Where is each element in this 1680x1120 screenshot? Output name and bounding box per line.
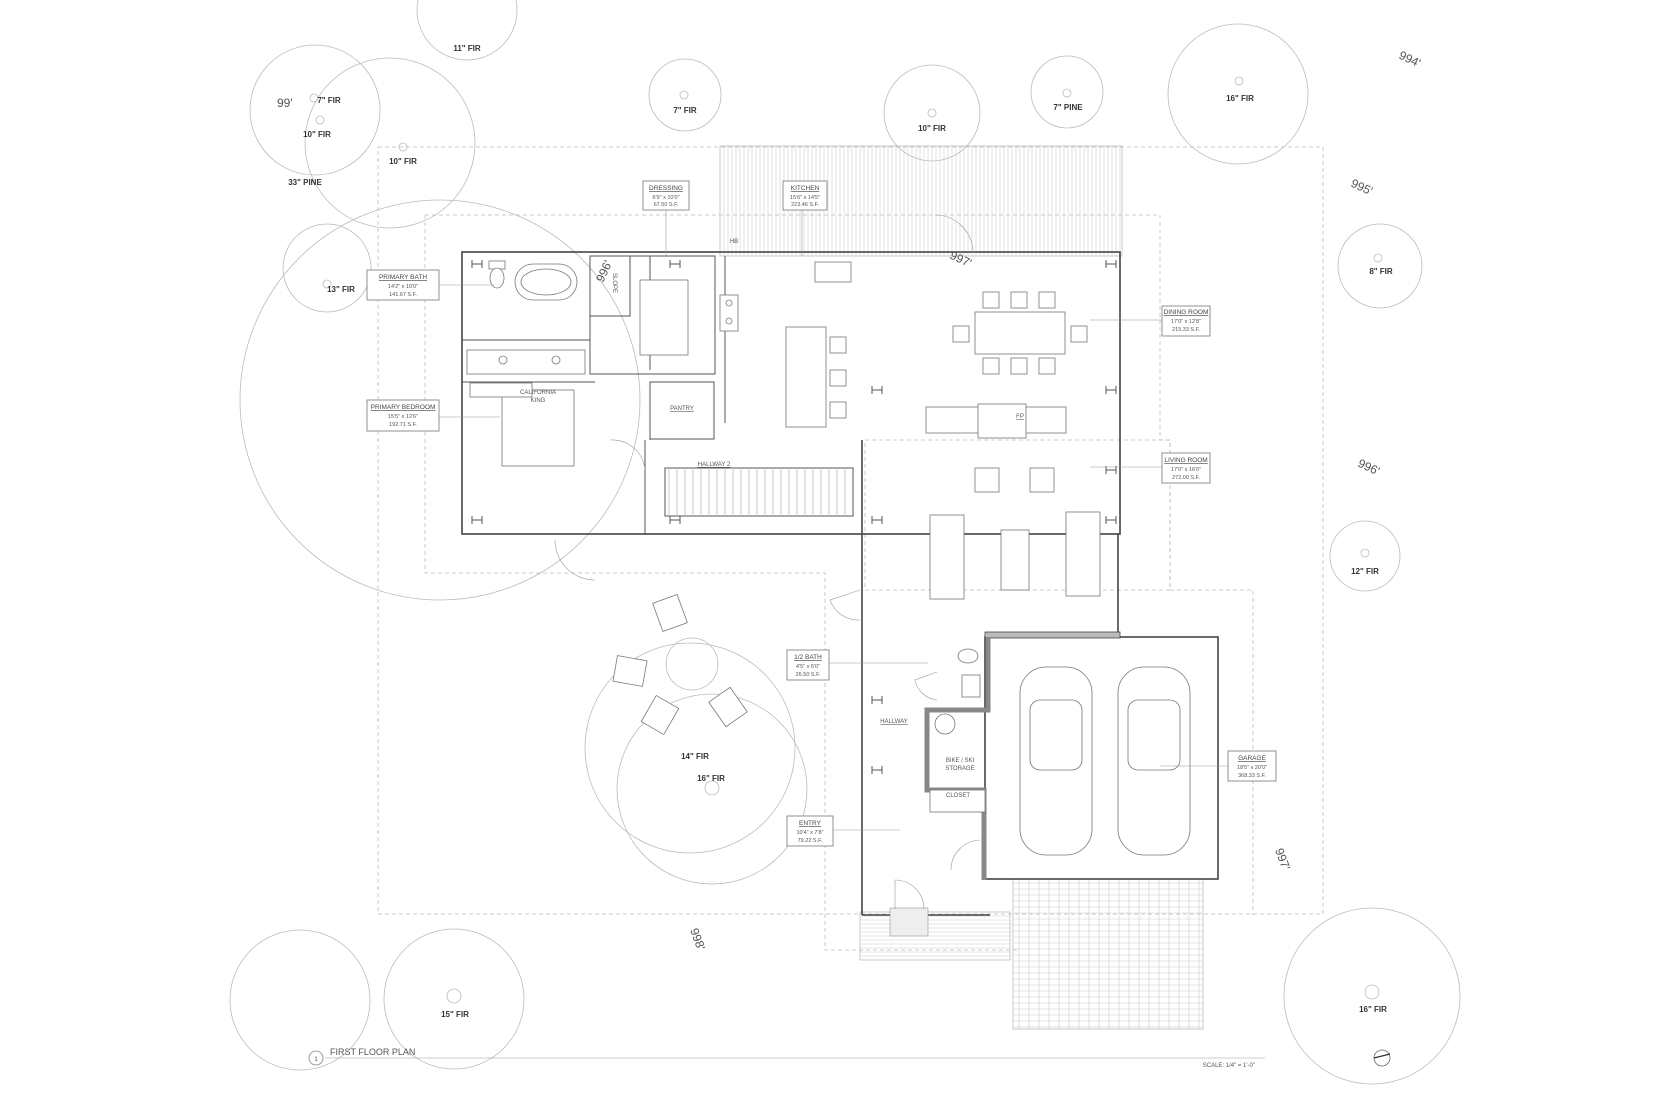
- svg-text:67.50 S.F.: 67.50 S.F.: [654, 202, 679, 208]
- tree-label-33-pine: 33" PINE: [288, 178, 322, 187]
- svg-text:223.46 S.F.: 223.46 S.F.: [791, 202, 819, 208]
- svg-text:PRIMARY BEDROOM: PRIMARY BEDROOM: [371, 404, 436, 411]
- slope-label: SLOPE: [611, 273, 617, 293]
- column-markers: [471, 260, 1117, 774]
- drawing-number: 1: [314, 1057, 318, 1063]
- tree-label-16-fir-3: 16" FIR: [1359, 1005, 1387, 1014]
- door-swings: [554, 214, 981, 910]
- svg-text:GARAGE: GARAGE: [1238, 755, 1266, 762]
- tree-label-8-fir: 8" FIR: [1369, 267, 1393, 276]
- property-lines: [377, 146, 1324, 951]
- leader-lines: [438, 208, 1228, 831]
- svg-text:14'2" x 10'0": 14'2" x 10'0": [388, 284, 418, 290]
- tree-label-10-fir: 10" FIR: [303, 130, 331, 139]
- tree-label-16-fir-2: 16" FIR: [697, 774, 725, 783]
- tree-label-12-fir: 12" FIR: [1351, 567, 1379, 576]
- tree-label-10-fir-2: 10" FIR: [389, 157, 417, 166]
- tree-label-7-pine: 7" PINE: [1053, 103, 1083, 112]
- svg-text:141.67 S.F.: 141.67 S.F.: [389, 292, 417, 298]
- tree-label-15-fir: 15" FIR: [441, 1010, 469, 1019]
- svg-text:10'4" x 7'8": 10'4" x 7'8": [796, 830, 823, 836]
- hallway-label: HALLWAY: [880, 719, 908, 725]
- bike-storage-label-line2: STORAGE: [945, 766, 974, 772]
- room-tag-dressing: DRESSING 6'9" x 10'0" 67.50 S.F.: [642, 180, 690, 211]
- svg-text:26.50 S.F.: 26.50 S.F.: [796, 672, 821, 678]
- tree-label-10-fir-3: 10" FIR: [918, 124, 946, 133]
- svg-text:LIVING ROOM: LIVING ROOM: [1164, 457, 1207, 464]
- bed-label-line2: KING: [531, 398, 546, 404]
- svg-text:18'5" x 20'0": 18'5" x 20'0": [1237, 765, 1267, 771]
- svg-text:15'6" x 14'5": 15'6" x 14'5": [790, 195, 820, 201]
- hallway-2-label: HALLWAY 2: [698, 462, 731, 468]
- bike-storage-label-line1: BIKE / SKI: [946, 758, 975, 764]
- elevation-99: 99': [277, 96, 293, 110]
- rear-deck: [719, 145, 1123, 257]
- tree-label-14-fir: 14" FIR: [681, 752, 709, 761]
- room-tag-kitchen: KITCHEN 15'6" x 14'5" 223.46 S.F.: [782, 180, 828, 211]
- room-tag-primary-bedroom: PRIMARY BEDROOM 15'5" x 12'6" 192.71 S.F…: [366, 399, 440, 432]
- driveway-paving: [1012, 878, 1204, 1030]
- tree-label-7-fir-2: 7" FIR: [673, 106, 697, 115]
- pantry-label: PANTRY: [670, 406, 694, 412]
- svg-text:272.00 S.F.: 272.00 S.F.: [1172, 475, 1200, 481]
- svg-text:15'5" x 12'6": 15'5" x 12'6": [388, 414, 418, 420]
- svg-text:4'5" x 6'0": 4'5" x 6'0": [796, 664, 820, 670]
- svg-text:KITCHEN: KITCHEN: [791, 185, 820, 192]
- elevation-997: 997': [1272, 846, 1293, 872]
- elevation-998: 998': [687, 926, 708, 952]
- room-tag-entry: ENTRY 10'4" x 7'8" 79.22 S.F.: [786, 815, 834, 847]
- svg-text:17'0" x 12'8": 17'0" x 12'8": [1171, 319, 1201, 325]
- svg-text:6'9" x 10'0": 6'9" x 10'0": [652, 195, 679, 201]
- tree-canopies: [229, 0, 1461, 1085]
- closet-label: CLOSET: [946, 793, 970, 799]
- tree-label-7-fir: 7" FIR: [317, 96, 341, 105]
- room-tag-dining-room: DINING ROOM 17'0" x 12'8" 215.33 S.F.: [1161, 305, 1211, 337]
- room-tag-living-room: LIVING ROOM 17'0" x 16'0" 272.00 S.F.: [1161, 452, 1211, 484]
- north-arrow-icon: [1373, 1049, 1391, 1067]
- elevation-995: 995': [1349, 176, 1375, 198]
- svg-text:PRIMARY BATH: PRIMARY BATH: [379, 274, 427, 281]
- svg-text:215.33 S.F.: 215.33 S.F.: [1172, 327, 1200, 333]
- bed-label-line1: CALIFORNIA: [520, 390, 556, 396]
- elevation-996: 996': [1356, 456, 1382, 478]
- svg-text:ENTRY: ENTRY: [799, 820, 822, 827]
- svg-text:17'0" x 16'0": 17'0" x 16'0": [1171, 467, 1201, 473]
- elevation-994: 994': [1397, 48, 1423, 70]
- drawing-title: FIRST FLOOR PLAN: [330, 1047, 415, 1057]
- drawing-scale: SCALE: 1/4" = 1'-0": [1203, 1063, 1255, 1069]
- tree-label-13-fir: 13" FIR: [327, 285, 355, 294]
- svg-text:79.22 S.F.: 79.22 S.F.: [798, 838, 823, 844]
- drawing-title-block: 1 FIRST FLOOR PLAN SCALE: 1/4" = 1'-0": [308, 1047, 1391, 1069]
- drawing-number-bubble: [308, 1050, 324, 1066]
- tree-labels: 11" FIR 7" FIR 7" FIR 10" FIR 10" FIR 10…: [288, 44, 1393, 1019]
- tree-label-11-fir: 11" FIR: [453, 44, 481, 53]
- fireplace-label: FP: [1016, 414, 1024, 420]
- front-porch: [859, 911, 1011, 961]
- room-tag-primary-bath: PRIMARY BATH 14'2" x 10'0" 141.67 S.F.: [366, 269, 440, 301]
- room-tag-garage: GARAGE 18'5" x 20'0" 368.33 S.F.: [1227, 750, 1277, 782]
- svg-text:1/2 BATH: 1/2 BATH: [794, 654, 822, 661]
- svg-text:DRESSING: DRESSING: [649, 185, 683, 192]
- area-labels: CALIFORNIA KING PANTRY HALLWAY 2 FP HALL…: [520, 239, 1024, 799]
- svg-text:368.33 S.F.: 368.33 S.F.: [1238, 773, 1266, 779]
- tree-label-16-fir: 16" FIR: [1226, 94, 1254, 103]
- hose-bib-label: HB: [730, 239, 738, 245]
- room-tag-half-bath: 1/2 BATH 4'5" x 6'0" 26.50 S.F.: [786, 649, 830, 681]
- elevation-labels: 99' 994' 995' 996' 997' 997' 998' 996': [277, 48, 1423, 952]
- svg-text:DINING ROOM: DINING ROOM: [1164, 309, 1209, 316]
- furniture: [466, 260, 1191, 937]
- svg-text:192.71 S.F.: 192.71 S.F.: [389, 422, 417, 428]
